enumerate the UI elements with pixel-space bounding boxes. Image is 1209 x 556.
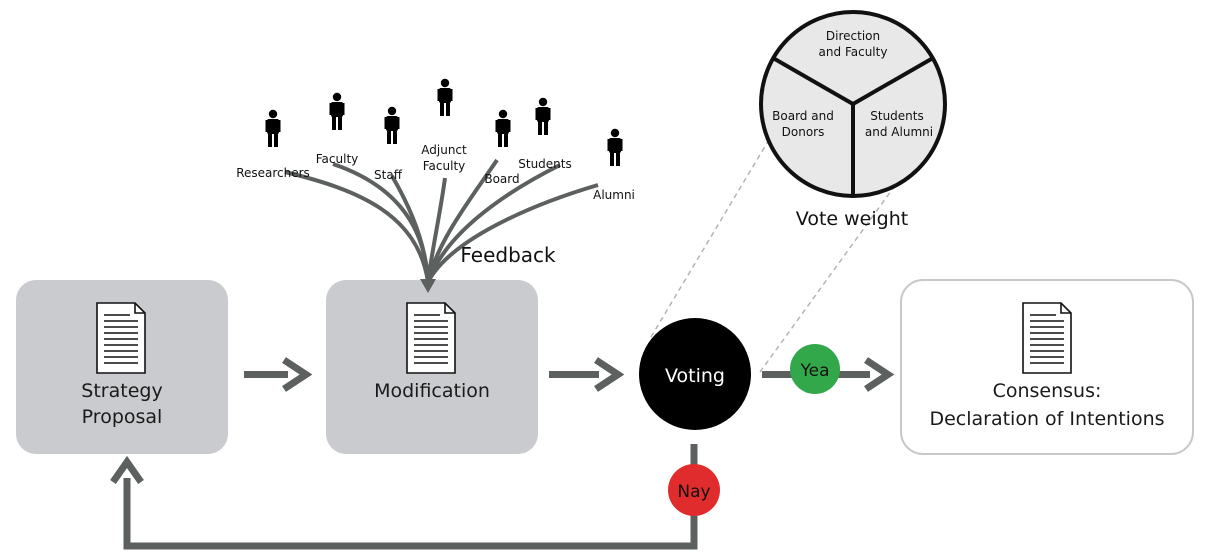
pie-segment-label: Donors xyxy=(782,125,825,139)
pie-segment-label: and Faculty xyxy=(819,45,888,59)
person-icon xyxy=(535,97,551,135)
document-icon xyxy=(96,302,146,374)
person-icon xyxy=(329,92,345,130)
modification-label: Modification xyxy=(374,380,490,402)
voting-label: Voting xyxy=(665,365,725,387)
strategy-label-line1: Strategy xyxy=(81,380,162,402)
nay-return-arrow xyxy=(110,444,698,550)
feedback-curves xyxy=(284,158,599,283)
nay-label: Nay xyxy=(677,482,710,502)
stakeholder-label: Staff xyxy=(374,168,403,182)
stakeholder-label: Faculty xyxy=(316,152,359,166)
yea-badge xyxy=(790,344,840,394)
yea-label: Yea xyxy=(799,361,829,381)
person-icon xyxy=(607,128,623,166)
strategy-label-line2: Proposal xyxy=(82,406,163,428)
nay-badge xyxy=(668,464,720,516)
feedback-arrowhead xyxy=(420,279,436,293)
stakeholder-label: Adjunct xyxy=(421,143,467,157)
pie-segment-label: Board and xyxy=(772,109,834,123)
person-icon xyxy=(495,109,511,147)
pie-segment-label: Direction xyxy=(826,29,880,43)
document-icon xyxy=(406,302,456,374)
arrow-strategy-to-modification xyxy=(244,357,313,392)
pie-segment-label: Students xyxy=(870,109,924,123)
person-icon xyxy=(384,106,400,144)
stakeholder-label: Board xyxy=(484,172,519,186)
pie-segment-label: and Alumni xyxy=(865,125,933,139)
feedback-label: Feedback xyxy=(460,243,556,267)
person-icon xyxy=(265,109,281,147)
arrow-modification-to-voting xyxy=(549,357,625,392)
stakeholder-label: Alumni xyxy=(593,188,635,202)
voting-node xyxy=(639,318,751,430)
vote-weight-pie xyxy=(759,10,947,198)
person-icon xyxy=(437,78,453,116)
stakeholder-label: Researchers xyxy=(236,166,310,180)
consensus-label-line2: Declaration of Intentions xyxy=(929,408,1164,430)
consensus-label-line1: Consensus: xyxy=(993,380,1102,402)
stakeholder-label: Faculty xyxy=(423,159,466,173)
document-icon xyxy=(1022,302,1072,374)
stakeholder-label: Students xyxy=(518,157,572,171)
vote-weight-caption: Vote weight xyxy=(796,208,908,230)
